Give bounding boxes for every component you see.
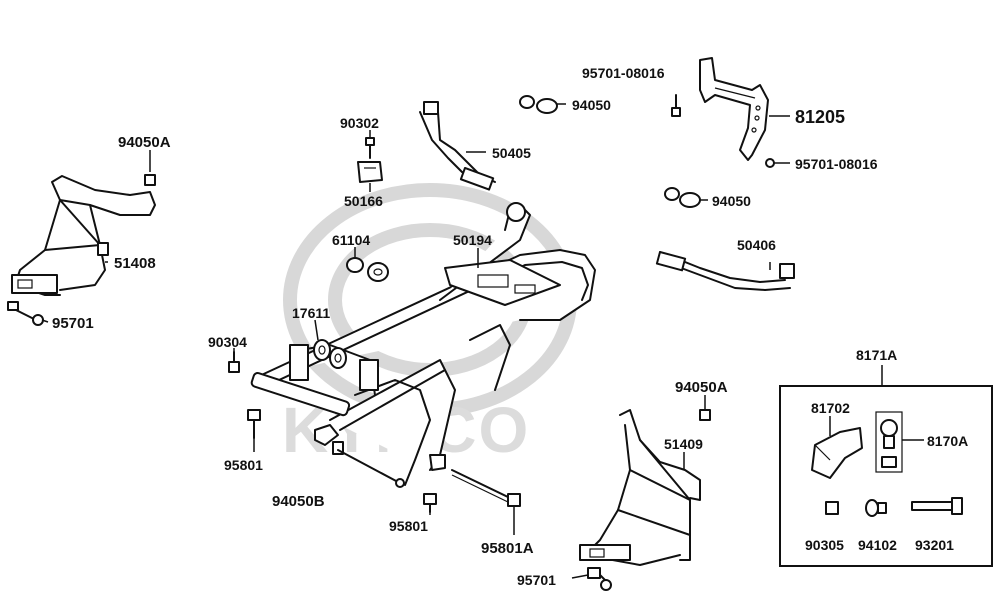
label-8171A: 8171A [856,347,897,363]
bushing-17611 [313,339,347,369]
bracket-81205 [699,57,769,161]
nut-94050-top [519,95,558,114]
part-labels: 94050A 51408 95701 90302 50166 61104 501… [52,65,968,588]
label-50406: 50406 [737,237,776,253]
washer-94102 [865,499,887,517]
bolt-93201 [911,497,963,515]
bolt-95801A [451,469,521,507]
label-94050A-left: 94050A [118,134,171,151]
nut-90305 [825,501,839,515]
label-94050A-right: 94050A [675,379,728,396]
label-95801-left: 95801 [224,457,263,473]
bolt-95801-mid [423,493,437,513]
label-94050B: 94050B [272,493,325,510]
handle-50405 [419,101,496,191]
leader-lines [41,103,924,579]
handle-50406 [655,250,795,291]
kit-box-8171A [779,365,993,567]
label-8170A: 8170A [927,433,968,449]
label-51409: 51409 [664,436,703,452]
screw-90302 [365,137,375,159]
label-94050-mid: 94050 [712,193,751,209]
bracket-51409 [579,409,701,566]
label-81702: 81702 [811,400,850,416]
bolt-95801-left [247,409,261,439]
label-50194: 50194 [453,232,492,248]
label-95701-08016-top: 95701-08016 [582,65,665,81]
nut-94050-mid [664,187,701,208]
bolt-94050B [332,441,405,488]
label-94102: 94102 [858,537,897,553]
nut-90304 [228,351,240,373]
label-95801-mid: 95801 [389,518,428,534]
label-51408: 51408 [114,255,156,272]
label-95801A: 95801A [481,540,534,557]
bracket-51408 [11,174,156,296]
label-61104: 61104 [332,232,370,248]
nut-94050A-right [699,409,711,421]
screw-95701-08016-right [765,158,775,168]
ball-8170A [875,411,903,473]
label-50166: 50166 [344,193,383,209]
label-95701-left: 95701 [52,315,94,332]
label-90305: 90305 [805,537,844,553]
label-95701-08016-right: 95701-08016 [795,156,878,172]
bolt-95701-bottom [587,567,612,591]
label-81205: 81205 [795,107,845,127]
clip-50166 [357,161,383,183]
hitch-81702 [811,427,863,479]
label-50405: 50405 [492,145,531,161]
screw-95701-08016-top [671,94,681,117]
label-95701-bottom: 95701 [517,572,556,588]
label-93201: 93201 [915,537,954,553]
bolt-95701-left [7,301,44,326]
washer-61104 [346,257,389,282]
label-94050-top: 94050 [572,97,611,113]
label-90302: 90302 [340,115,379,131]
label-90304: 90304 [208,334,247,350]
main-frame-50194 [250,202,596,486]
label-17611: 17611 [292,305,330,321]
